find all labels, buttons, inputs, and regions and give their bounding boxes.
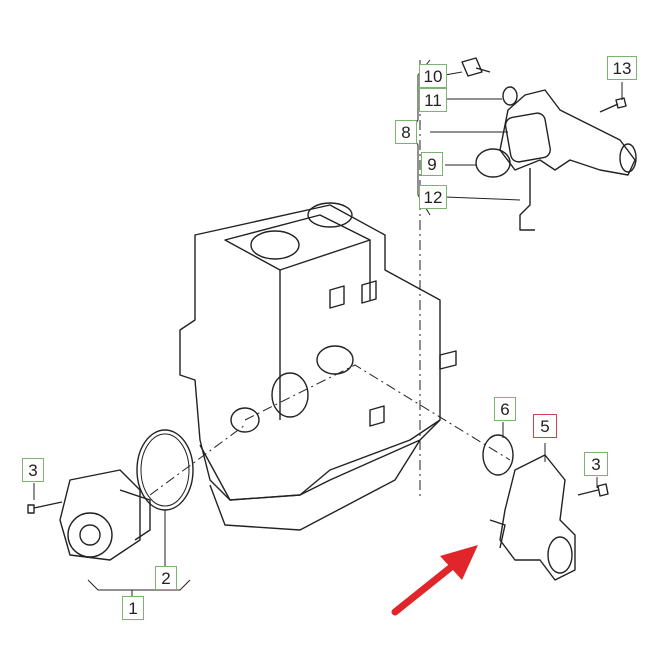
- temp-sender: [461, 57, 491, 77]
- coolant-flange: [499, 89, 637, 231]
- thermostat-housing: [489, 454, 576, 581]
- water-pump: [59, 469, 151, 561]
- part-label-5[interactable]: 5: [533, 414, 557, 438]
- gasket: [475, 148, 511, 178]
- engine-block: [179, 202, 457, 531]
- part-label-11[interactable]: 11: [419, 88, 447, 112]
- highlight-arrow: [391, 545, 478, 616]
- part-label-6[interactable]: 6: [494, 397, 516, 421]
- part-label-13[interactable]: 13: [607, 56, 637, 80]
- part-label-2[interactable]: 2: [155, 566, 177, 590]
- bolt-left: [27, 501, 63, 514]
- part-label-3-right[interactable]: 3: [584, 452, 608, 476]
- bolt-top: [599, 97, 627, 113]
- part-label-12[interactable]: 12: [419, 185, 447, 209]
- bolt-right: [577, 483, 609, 497]
- leader-lines: [33, 59, 623, 598]
- part-label-3-left[interactable]: 3: [22, 458, 44, 482]
- part-label-8[interactable]: 8: [395, 120, 417, 144]
- seal-ring: [502, 86, 518, 106]
- part-label-10[interactable]: 10: [419, 64, 447, 88]
- part-label-1[interactable]: 1: [122, 596, 144, 620]
- o-ring-thermostat: [482, 434, 514, 476]
- part-label-9[interactable]: 9: [421, 152, 443, 176]
